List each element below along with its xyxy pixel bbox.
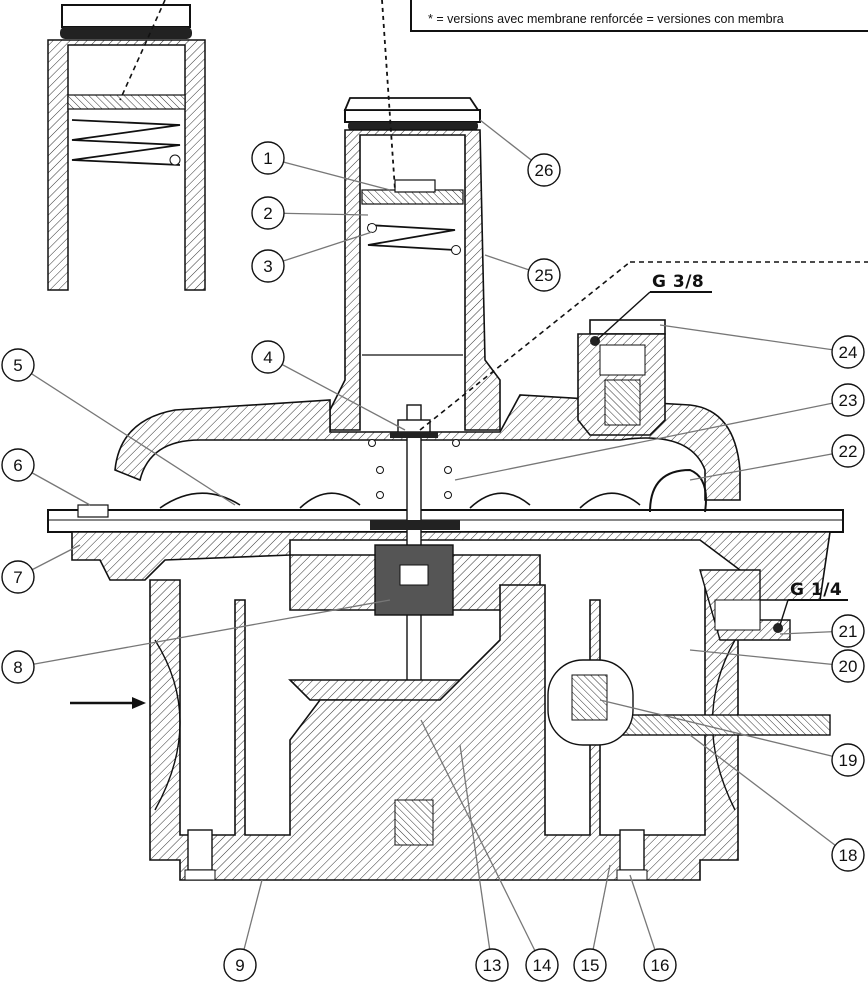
callout-8: 8 [1,599,391,684]
callout-number-7: 7 [13,568,22,587]
callout-bubble-16 [643,948,677,982]
callout-13: 13 [459,744,509,982]
callout-leader-14 [420,719,543,966]
callout-number-23: 23 [839,391,858,410]
thread-leader-top [596,291,651,341]
callout-leader-15 [589,864,611,966]
callout-15: 15 [573,864,611,982]
callout-leader-4 [267,356,406,431]
callout-1: 1 [251,141,391,191]
callout-bubble-23 [831,383,865,417]
callout-bubble-21 [831,614,865,648]
callout-7: 7 [1,544,81,594]
callout-bubble-25 [527,258,561,292]
callout-leader-23 [454,399,849,481]
legend-text: * = versions avec membrane renforcée = v… [428,12,784,26]
thread-label-g38: G 3/8 [652,272,705,292]
callout-leader-1 [267,157,391,191]
callout-16: 16 [629,874,677,982]
callout-leader-13 [459,744,493,966]
callout-number-19: 19 [839,751,858,770]
callout-leader-22 [689,450,849,481]
callout-number-24: 24 [839,343,858,362]
callout-number-25: 25 [535,266,554,285]
callout-14: 14 [420,719,559,982]
callout-bubble-20 [831,649,865,683]
callout-9: 9 [223,879,263,982]
callout-bubble-14 [525,948,559,982]
callout-number-16: 16 [651,956,670,975]
callout-23: 23 [454,383,865,481]
callout-number-20: 20 [839,657,858,676]
callout-leader-3 [267,231,373,267]
callout-6: 6 [1,448,91,506]
callout-number-9: 9 [235,956,244,975]
relief-valve [419,261,868,436]
callout-leader-18 [689,734,849,856]
callout-bubble-26 [527,153,561,187]
callout-bubble-4 [251,340,285,374]
callout-bubble-2 [251,196,285,230]
callout-21: 21 [779,614,865,648]
callout-number-13: 13 [483,956,502,975]
callout-bubble-3 [251,249,285,283]
callout-bubble-19 [831,743,865,777]
legend-box: * = versions avec membrane renforcée = v… [410,0,868,32]
callout-leader-5 [17,364,236,506]
callout-number-3: 3 [263,257,272,276]
callout-bubble-24 [831,335,865,369]
callout-number-15: 15 [581,956,600,975]
callout-number-5: 5 [13,356,22,375]
callout-bubble-6 [1,448,35,482]
callout-number-1: 1 [263,149,272,168]
callout-number-26: 26 [535,161,554,180]
thread-leader-side [779,599,789,626]
callout-24: 24 [659,324,865,369]
callout-bubble-9 [223,948,257,982]
callout-5: 5 [1,348,236,506]
callout-26: 26 [479,119,561,187]
callout-bubble-7 [1,560,35,594]
callout-bubble-1 [251,141,285,175]
spring-housing [329,0,501,431]
side-plug [699,569,791,641]
callout-22: 22 [689,434,865,481]
callout-2: 2 [251,196,369,230]
callout-4: 4 [251,340,406,431]
callout-20: 20 [689,649,865,683]
callout-3: 3 [251,231,373,283]
callout-number-18: 18 [839,846,858,865]
callout-number-8: 8 [13,658,22,677]
inset-detail-view [47,0,206,291]
thread-label-g14: G 1/4 [790,580,843,600]
callout-number-21: 21 [839,622,858,641]
callout-leader-24 [659,324,849,353]
callout-number-6: 6 [13,456,22,475]
callout-leader-8 [17,599,391,668]
callout-25: 25 [484,254,561,292]
callout-bubble-5 [1,348,35,382]
callout-19: 19 [599,699,865,777]
callout-bubble-15 [573,948,607,982]
callout-bubble-8 [1,650,35,684]
callout-leader-19 [599,699,849,761]
inlet-flow-arrow [70,697,146,709]
callout-18: 18 [689,734,865,872]
callout-number-2: 2 [263,204,272,223]
callout-number-14: 14 [533,956,552,975]
callout-bubble-18 [831,838,865,872]
callout-bubble-22 [831,434,865,468]
callout-leader-20 [689,649,849,667]
callout-bubble-13 [475,948,509,982]
lower-valve-body [149,579,831,881]
callout-number-22: 22 [839,442,858,461]
callout-number-4: 4 [263,348,272,367]
